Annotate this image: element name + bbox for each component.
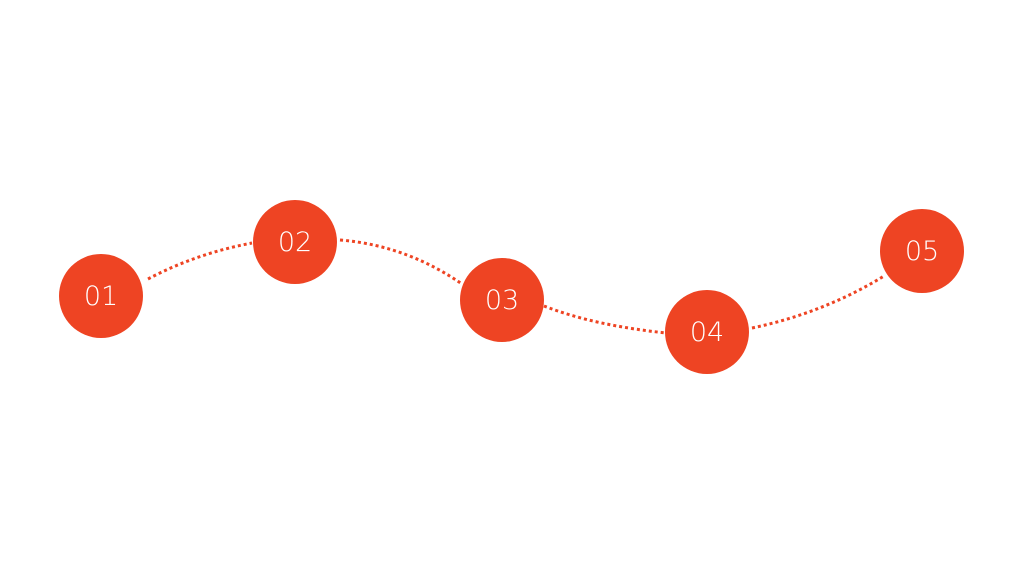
connector-02-03 bbox=[339, 238, 463, 286]
step-02: 02 bbox=[253, 200, 337, 284]
connector-01-02 bbox=[147, 241, 253, 281]
step-03: 03 bbox=[460, 258, 544, 342]
step-04: 04 bbox=[665, 290, 749, 374]
step-01: 01 bbox=[59, 254, 143, 338]
connector-03-04 bbox=[543, 304, 667, 335]
connector-04-05 bbox=[751, 274, 885, 330]
step-05: 05 bbox=[880, 209, 964, 293]
